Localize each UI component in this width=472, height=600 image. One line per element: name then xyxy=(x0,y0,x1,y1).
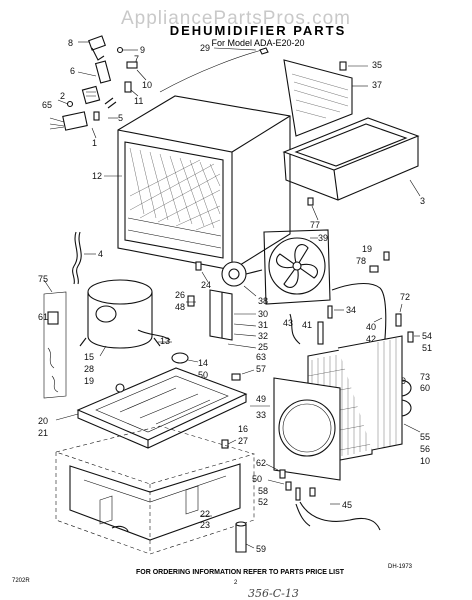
callout-23: 23 xyxy=(200,520,210,530)
callout-49: 49 xyxy=(256,394,266,404)
callout-52: 52 xyxy=(258,497,268,507)
callout-77: 77 xyxy=(310,220,320,230)
callout-2: 2 xyxy=(60,91,65,101)
callout-73: 73 xyxy=(420,372,430,382)
callout-38: 38 xyxy=(258,296,268,306)
callout-57: 57 xyxy=(256,364,266,374)
drain-parts-group: 62 50 58 52 45 59 xyxy=(235,458,381,554)
callout-51: 51 xyxy=(422,343,432,353)
overload-parts-box: 75 61 xyxy=(38,274,67,399)
callout-60: 60 xyxy=(420,383,430,393)
callout-3: 3 xyxy=(420,196,425,206)
callout-26: 26 xyxy=(175,290,185,300)
callout-13: 13 xyxy=(160,336,170,346)
callout-20: 20 xyxy=(38,416,48,426)
left-code: 7202R xyxy=(12,578,30,584)
callout-50b: 50 xyxy=(252,474,262,484)
callout-28: 28 xyxy=(84,364,94,374)
callout-6: 6 xyxy=(70,66,75,76)
callout-32: 32 xyxy=(258,331,268,341)
callout-34: 34 xyxy=(346,305,356,315)
callout-19a: 19 xyxy=(362,244,372,254)
callout-63: 63 xyxy=(256,352,266,362)
diagram-code: DH-1973 xyxy=(388,564,413,570)
filter-parts-group: 29 35 37 xyxy=(200,43,382,137)
callout-41: 41 xyxy=(302,320,312,330)
callout-9: 9 xyxy=(140,45,145,55)
callout-75: 75 xyxy=(38,274,48,284)
callout-19b: 19 xyxy=(84,376,94,386)
power-cord-part: 4 xyxy=(72,231,103,285)
callout-59: 59 xyxy=(256,544,266,554)
base-hardware-parts: 14 50 63 57 xyxy=(171,352,266,401)
callout-27: 27 xyxy=(238,436,248,446)
callout-50a: 50 xyxy=(198,370,208,380)
control-parts-group: 8 9 6 7 10 11 65 2 5 1 xyxy=(42,35,152,148)
fan-blade-part: 39 xyxy=(263,229,331,305)
callout-39: 39 xyxy=(318,233,328,243)
diagram-title: DEHUMIDIFIER PARTS xyxy=(170,23,347,38)
ordering-note: FOR ORDERING INFORMATION REFER TO PARTS … xyxy=(136,569,345,576)
callout-10: 10 xyxy=(142,80,152,90)
cabinet-part: 12 xyxy=(92,49,291,271)
handwritten-note: 356-C-13 xyxy=(248,587,299,600)
callout-54: 54 xyxy=(422,331,432,341)
callout-5: 5 xyxy=(118,113,123,123)
callout-1: 1 xyxy=(92,138,97,148)
callout-29: 29 xyxy=(200,43,210,53)
page-number: 2 xyxy=(234,580,238,586)
callout-37: 37 xyxy=(372,80,382,90)
callout-78: 78 xyxy=(356,256,366,266)
base-pan-part: 20 21 16 27 xyxy=(38,367,248,449)
water-bucket-part: 3 77 xyxy=(282,117,425,230)
callout-43: 43 xyxy=(283,318,293,328)
callout-21: 21 xyxy=(38,428,48,438)
callout-11: 11 xyxy=(134,96,143,106)
callout-15: 15 xyxy=(84,352,94,362)
fan-shroud-part: 49 33 xyxy=(250,377,341,481)
callout-62: 62 xyxy=(256,458,266,468)
diagram-subtitle: For Model ADA-E20-20 xyxy=(211,38,304,48)
callout-14: 14 xyxy=(198,358,208,368)
callout-40: 40 xyxy=(366,322,376,332)
callout-16: 16 xyxy=(238,424,248,434)
caster-base-part: 22 23 xyxy=(54,425,256,555)
callout-72: 72 xyxy=(400,292,410,302)
callout-4: 4 xyxy=(98,249,103,259)
callout-35: 35 xyxy=(372,60,382,70)
watermark: AppliancePartsPros.com xyxy=(121,8,351,29)
callout-56: 56 xyxy=(420,444,430,454)
callout-45: 45 xyxy=(342,500,352,510)
callout-33: 33 xyxy=(256,410,266,420)
callout-25: 25 xyxy=(258,342,268,352)
callout-55: 55 xyxy=(420,432,430,442)
callout-22: 22 xyxy=(200,509,210,519)
callout-61: 61 xyxy=(38,312,48,322)
callout-7: 7 xyxy=(134,54,139,64)
refrigerant-parts: 34 41 43 40 42 xyxy=(283,282,387,351)
callout-31: 31 xyxy=(258,320,268,330)
callout-48: 48 xyxy=(175,302,185,312)
callout-12: 12 xyxy=(92,171,102,181)
compressor-part: 15 28 19 13 xyxy=(79,279,172,386)
fan-motor-part: 26 48 24 38 30 31 32 25 xyxy=(175,261,268,352)
callout-8: 8 xyxy=(68,38,73,48)
callout-30: 30 xyxy=(258,309,268,319)
callout-65: 65 xyxy=(42,100,52,110)
mount-parts-right: 19 78 xyxy=(356,244,390,273)
callout-42: 42 xyxy=(366,334,376,344)
callout-10b: 10 xyxy=(420,456,430,466)
callout-58: 58 xyxy=(258,486,268,496)
callout-24: 24 xyxy=(201,280,211,290)
